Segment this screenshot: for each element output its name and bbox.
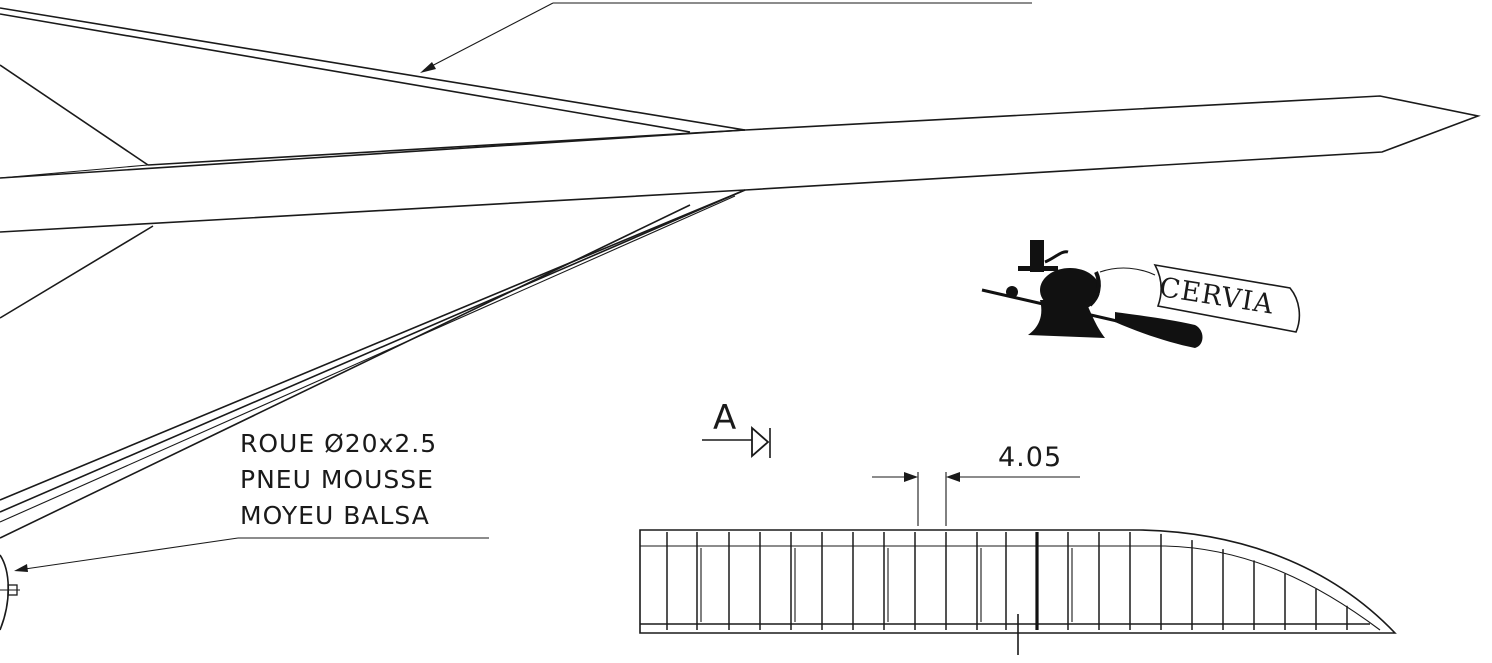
wheel-fragment	[0, 554, 20, 631]
wing-section	[639, 529, 1397, 655]
wing-ribs	[666, 532, 1348, 630]
cervia-logo	[981, 240, 1301, 348]
boom-outline	[0, 95, 1481, 233]
wheel-note-line-1: ROUE Ø20x2.5	[240, 429, 438, 458]
section-letter: A	[713, 398, 738, 438]
top-leader	[420, 2, 1032, 73]
wheel-leader	[14, 537, 489, 572]
wheel-note-line-3: MOYEU BALSA	[240, 501, 430, 530]
section-a-marker	[702, 426, 771, 458]
dimension-label: 4.05	[998, 442, 1063, 473]
wheel-note: ROUE Ø20x2.5 PNEU MOUSSE MOYEU BALSA	[240, 426, 437, 534]
wheel-note-line-2: PNEU MOUSSE	[240, 465, 434, 494]
upper-wing-outline	[0, 7, 746, 166]
dimension-marks	[872, 472, 1080, 526]
lower-wing-outline	[0, 189, 746, 539]
